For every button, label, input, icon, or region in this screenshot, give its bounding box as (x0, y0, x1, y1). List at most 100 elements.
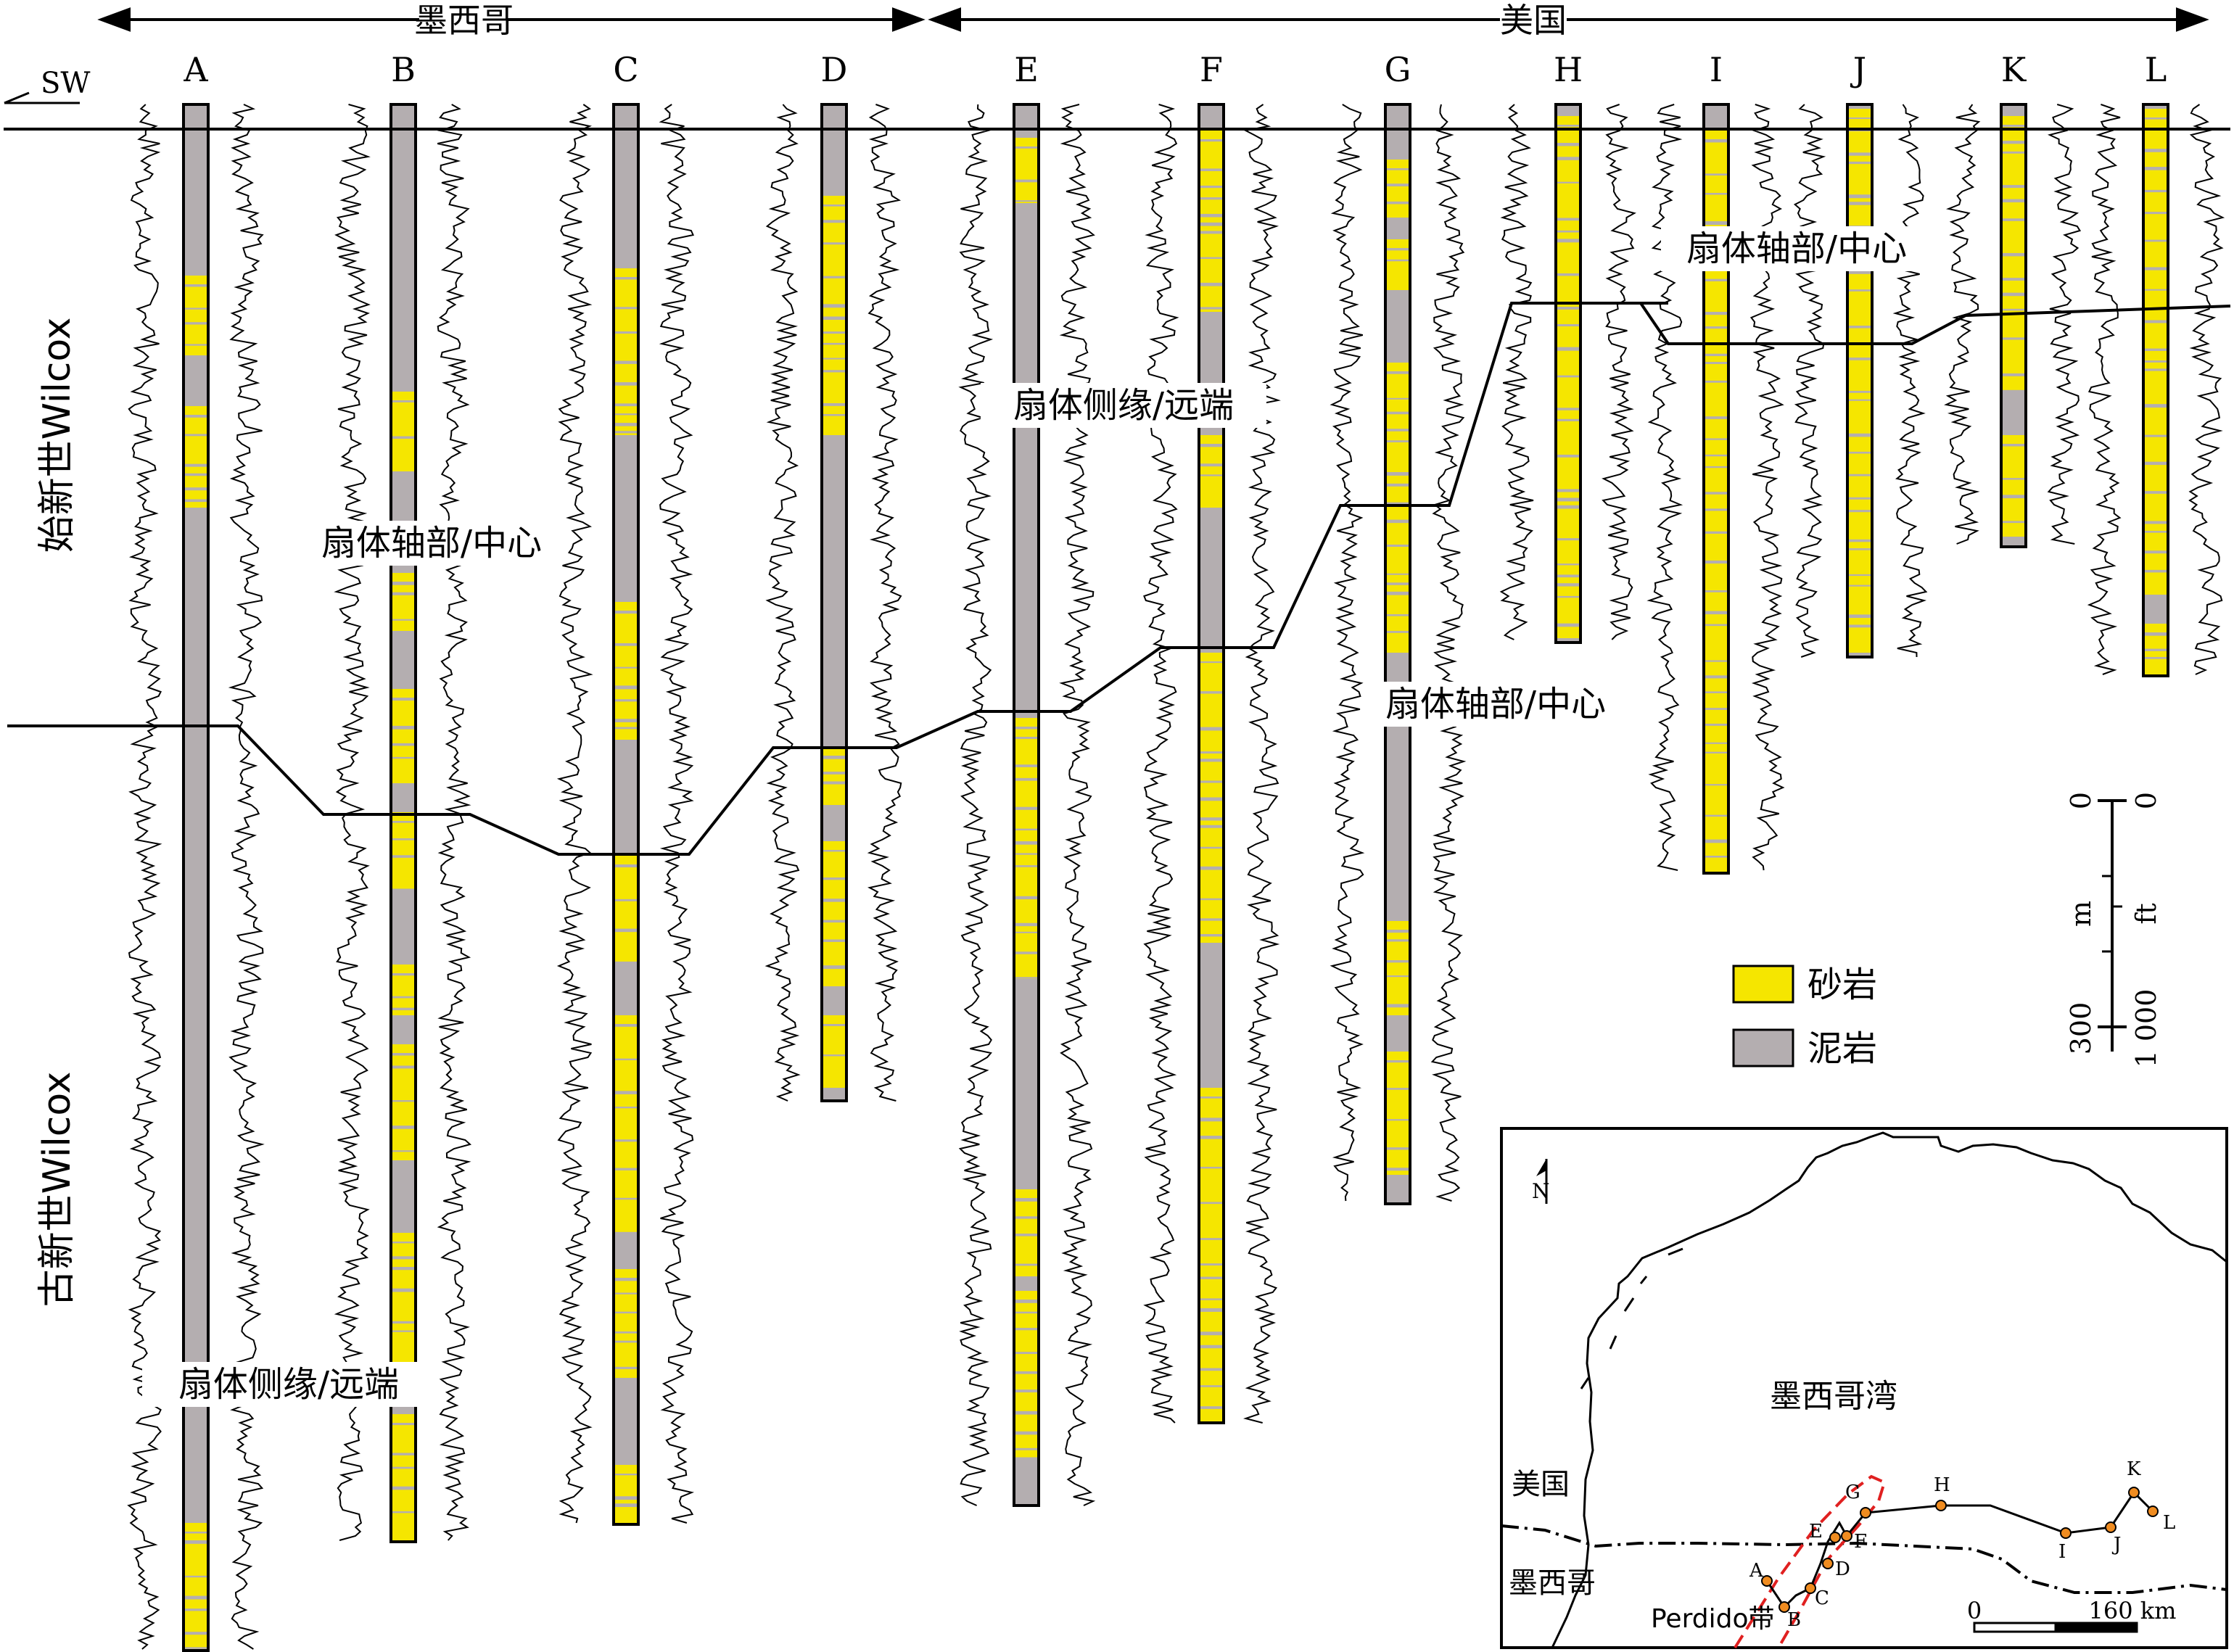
well-column-f (1198, 103, 1225, 1424)
svg-text:ft: ft (2130, 903, 2162, 924)
log-curve (1944, 104, 1981, 545)
inset-point-a: A (1749, 1560, 1773, 1587)
inset-scale-bar: 0 160 km (1967, 1597, 2177, 1633)
log-curve (556, 104, 593, 1524)
svg-text:0: 0 (2130, 792, 2162, 809)
vertical-scale-bar: 0 0 m ft 300 1 000 (2065, 792, 2162, 1067)
log-curve (1749, 104, 1785, 871)
well-column-d (820, 103, 848, 1102)
inset-point-k: K (2127, 1458, 2141, 1498)
log-curve (958, 104, 994, 1506)
svg-text:扇体侧缘/远端: 扇体侧缘/远端 (178, 1364, 399, 1405)
perdido-belt-label: Perdido带 (1651, 1604, 1774, 1634)
well-label-g: G (1385, 50, 1411, 89)
mexico-header: 墨西哥 (414, 1, 514, 40)
svg-text:扇体轴部/中心: 扇体轴部/中心 (1385, 684, 1606, 724)
log-curve (1143, 104, 1179, 1424)
inset-point-b: B (1778, 1601, 1801, 1631)
log-curve (1646, 104, 1683, 871)
log-curve (2087, 104, 2122, 675)
well-columns (182, 103, 2169, 1652)
well-label-a: A (183, 50, 208, 89)
legend-mudstone-label: 泥岩 (1808, 1028, 1877, 1069)
annotation-fan-axis-i: 扇体轴部/中心 (1661, 226, 1932, 271)
legend-mudstone-swatch (1732, 1028, 1794, 1067)
log-curve (867, 104, 902, 1102)
annotation-fan-margin-e: 扇体侧缘/远端 (981, 383, 1266, 428)
inset-mexico-label: 墨西哥 (1509, 1566, 1596, 1600)
log-curve (2188, 104, 2225, 675)
legend: 砂岩 泥岩 (1732, 965, 1877, 1069)
log-curve (1602, 104, 1636, 640)
svg-text:I: I (2058, 1541, 2066, 1563)
coastline (1551, 1131, 2227, 1648)
well-label-j: J (1850, 50, 1866, 89)
svg-text:m: m (2065, 901, 2097, 927)
svg-text:扇体轴部/中心: 扇体轴部/中心 (1686, 228, 1907, 269)
log-curve (1499, 104, 1534, 640)
well-label-l: L (2145, 50, 2167, 89)
zone-label-eocene: 始新世Wilcox (36, 318, 79, 553)
sw-arrow: SW (4, 67, 91, 104)
well-label-d: D (821, 50, 848, 89)
annotation-fan-margin-a: 扇体侧缘/远端 (142, 1362, 435, 1407)
well-label-f: F (1200, 50, 1223, 89)
well-column-j (1846, 103, 1874, 658)
svg-text:E: E (1809, 1521, 1823, 1542)
svg-text:0: 0 (1967, 1597, 1982, 1624)
log-curve (659, 104, 695, 1524)
well-column-h (1554, 103, 1582, 644)
log-curve (437, 104, 472, 1541)
svg-text:160 km: 160 km (2089, 1597, 2177, 1624)
perdido-belt-outline (1734, 1474, 1887, 1649)
svg-text:A: A (1749, 1560, 1764, 1582)
well-label-h: H (1554, 50, 1583, 89)
well-column-l (2142, 103, 2169, 677)
legend-sandstone-label: 砂岩 (1808, 965, 1877, 1005)
inset-point-g: G (1845, 1482, 1871, 1519)
well-label-b: B (391, 50, 416, 89)
well-column-g (1384, 103, 1411, 1205)
svg-text:1 000: 1 000 (2130, 989, 2162, 1068)
svg-text:C: C (1815, 1587, 1829, 1609)
inset-point-c: C (1805, 1582, 1829, 1609)
inset-point-i: I (2058, 1527, 2072, 1563)
log-curve (1059, 104, 1096, 1506)
svg-text:J: J (2111, 1534, 2121, 1556)
gulf-label: 墨西哥湾 (1770, 1378, 1897, 1415)
log-curve (228, 104, 265, 1650)
svg-text:G: G (1845, 1482, 1860, 1503)
log-curve (1790, 104, 1826, 658)
well-column-e (1013, 103, 1040, 1507)
well-logs (127, 104, 2225, 1650)
log-curve (1243, 104, 1281, 1424)
svg-text:F: F (1854, 1531, 1867, 1553)
svg-text:L: L (2163, 1512, 2175, 1534)
svg-text:0: 0 (2065, 792, 2097, 809)
svg-text:SW: SW (41, 67, 91, 100)
border-line (1501, 1524, 2227, 1594)
svg-text:D: D (1835, 1558, 1850, 1580)
annotation-fan-axis-b: 扇体轴部/中心 (310, 521, 553, 566)
inset-point-l: L (2147, 1506, 2175, 1534)
log-curve (1330, 104, 1365, 1202)
well-column-k (2000, 103, 2027, 548)
inset-usa-label: 美国 (1512, 1468, 1570, 1501)
svg-text:扇体轴部/中心: 扇体轴部/中心 (321, 523, 542, 563)
log-curve (1892, 104, 1928, 658)
well-label-c: C (613, 50, 638, 89)
log-curve (127, 104, 162, 1650)
annotation-fan-axis-g: 扇体轴部/中心 (1367, 682, 1625, 727)
inset-point-f: F (1841, 1530, 1867, 1553)
log-curve (334, 104, 371, 1541)
inset-point-j: J (2105, 1521, 2121, 1556)
well-column-c (612, 103, 640, 1526)
svg-text:H: H (1934, 1474, 1950, 1496)
well-column-i (1702, 103, 1730, 875)
log-curve (1430, 104, 1467, 1202)
coast-islands (1580, 1247, 1683, 1389)
svg-text:300: 300 (2065, 1002, 2097, 1055)
well-label-i: I (1710, 50, 1723, 89)
